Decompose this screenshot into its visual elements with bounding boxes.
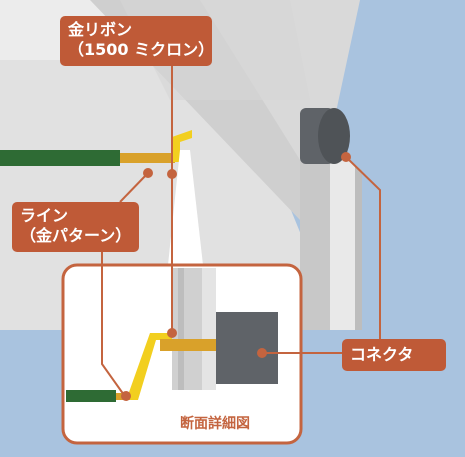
gold-pattern-label: （金パターン） — [20, 226, 132, 245]
detail-pcb — [66, 390, 116, 402]
gold-pattern-main — [120, 153, 175, 163]
housing-side — [300, 140, 330, 330]
line-pattern-callout: ライン （金パターン） — [12, 202, 139, 252]
detail-wall-groove — [178, 268, 184, 390]
detail-wall — [172, 268, 202, 390]
leader-lines — [101, 66, 381, 396]
dot-ribbon-main — [167, 169, 177, 179]
dot-connector-barrel — [341, 152, 351, 162]
line-label: ライン — [20, 206, 69, 225]
detail-gold-ribbon — [128, 333, 172, 400]
connector-barrel-end — [318, 108, 350, 164]
dot-pattern-detail — [121, 391, 131, 401]
connector-callout: コネクタ — [342, 339, 446, 371]
leader-line-pattern — [119, 172, 149, 203]
leader-connector-barrel — [345, 156, 381, 339]
connector-label: コネクタ — [350, 345, 414, 364]
detail-caption: 断面詳細図 — [180, 416, 250, 432]
gold-ribbon-size-label: （1500 ミクロン） — [68, 40, 215, 59]
gold-ribbon-callout: 金リボン （1500 ミクロン） — [60, 16, 215, 66]
leader-line-detail — [101, 252, 125, 396]
detail-connector — [216, 312, 278, 384]
detail-pointer — [168, 150, 203, 265]
dot-ribbon-detail — [167, 328, 177, 338]
detail-wall-face — [202, 268, 216, 390]
leader-dots — [121, 152, 351, 401]
detail-pin — [160, 339, 216, 351]
pcb-strip — [0, 150, 120, 166]
connector-barrel — [300, 108, 350, 164]
housing-side-light — [330, 140, 355, 330]
gold-ribbon-main — [172, 130, 192, 162]
dot-pattern-main — [143, 168, 153, 178]
gold-ribbon-label: 金リボン — [68, 20, 133, 39]
housing-side-edge — [355, 165, 362, 330]
dot-connector-detail — [257, 348, 267, 358]
main-pcb — [0, 130, 192, 166]
